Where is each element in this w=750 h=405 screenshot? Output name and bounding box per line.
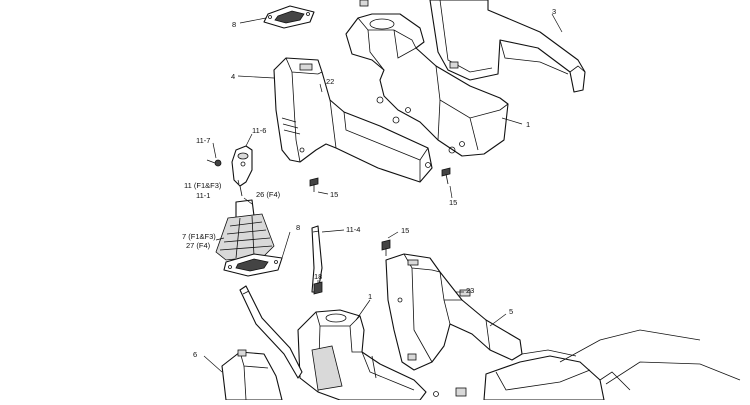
label-11-1: 11-1: [196, 191, 210, 200]
part-8-bezel-top: [263, 5, 315, 29]
part-3-panel: [429, 0, 586, 93]
label-11-4: 11-4: [346, 225, 360, 234]
label-18: 18: [314, 272, 322, 281]
label-23: 23: [466, 286, 474, 295]
label-3: 3: [552, 7, 556, 16]
label-8-top: 8: [232, 20, 236, 29]
label-27-f4: 27 (F4): [186, 241, 211, 250]
label-7-f1f3: 7 (F1&F3): [182, 232, 216, 241]
label-15-a: 15: [330, 190, 338, 199]
label-1-top: 1: [526, 120, 530, 129]
part-18-bushing: [313, 281, 323, 295]
label-11-7: 11-7: [196, 136, 210, 145]
part-11-gear-knob: [231, 145, 253, 197]
label-8-mid: 8: [296, 223, 300, 232]
label-15-b: 15: [449, 198, 457, 207]
part-5-bracket: [385, 253, 523, 371]
clip-top: [359, 0, 369, 7]
bolt-15-c: [381, 239, 391, 256]
part-8-bezel-mid: [223, 253, 283, 277]
callout-labels: 3 8 4 22 1 11-7 11-6 11 (F1&F3) 11-1 15 …: [182, 7, 556, 359]
lower-shift-rod: [239, 285, 303, 379]
part-6-lower-bracket: [221, 349, 283, 401]
label-22: 22: [326, 77, 334, 86]
leader-lines: [203, 13, 563, 373]
label-26-f4: 26 (F4): [256, 190, 281, 199]
part-11-7-screw: [206, 159, 222, 167]
hardware-bottom: [433, 387, 467, 397]
lower-right-floor-panel: [483, 329, 741, 401]
part-1-console-lower: [297, 309, 427, 401]
part-4-side-cover: [273, 57, 433, 183]
label-4: 4: [231, 72, 235, 81]
label-6: 6: [193, 350, 197, 359]
label-5: 5: [509, 307, 513, 316]
bolt-15-b: [441, 167, 451, 185]
part-1-console-top: [345, 13, 509, 157]
label-1-mid: 1: [368, 292, 372, 301]
bolt-15-a: [309, 177, 319, 192]
label-15-c: 15: [401, 226, 409, 235]
label-11-f1f3: 11 (F1&F3): [184, 181, 222, 190]
label-11-6: 11-6: [252, 126, 266, 135]
part-7-shift-boot: [215, 213, 275, 261]
